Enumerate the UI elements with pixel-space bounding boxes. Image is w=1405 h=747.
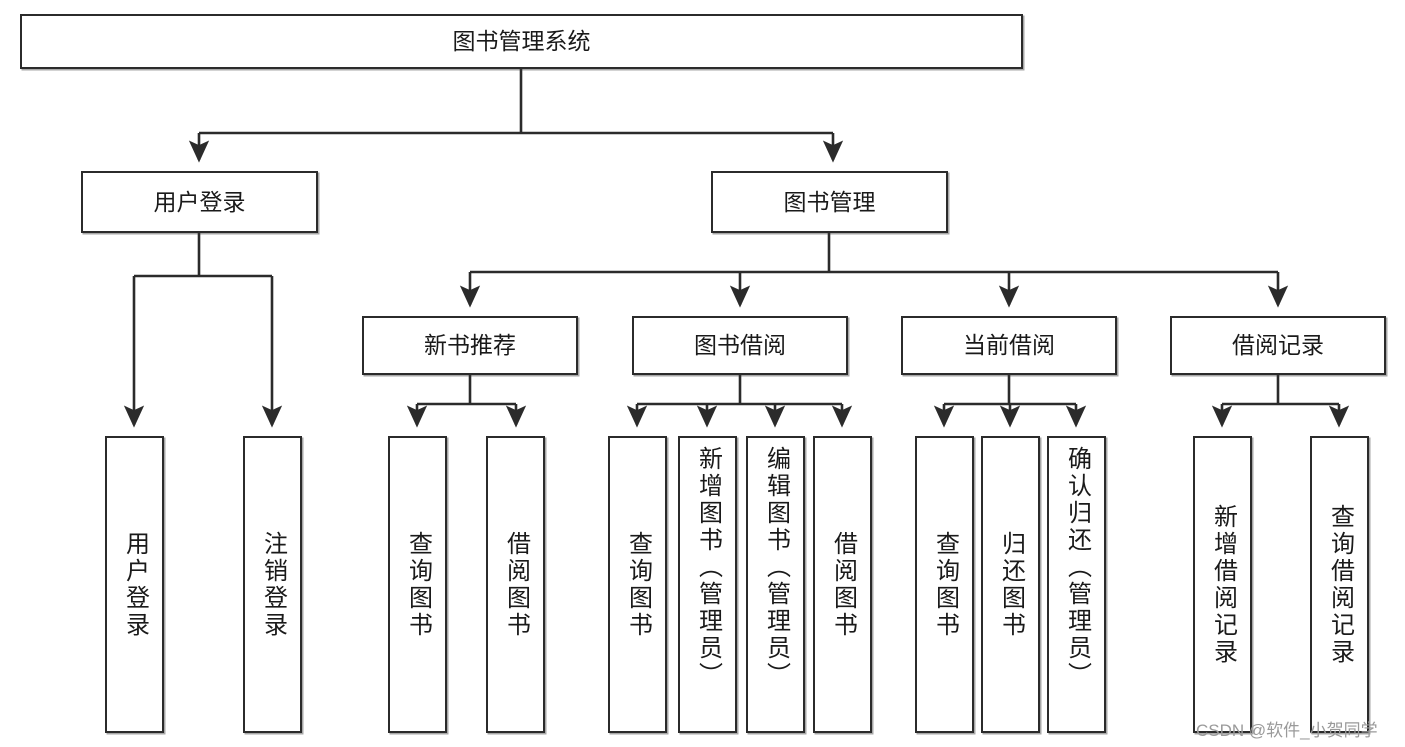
node-leaf-confirm-return[interactable]: 确认归还（管理员）: [1047, 436, 1106, 733]
node-root[interactable]: 图书管理系统: [20, 14, 1023, 69]
node-leaf-query-record[interactable]: 查询借阅记录: [1310, 436, 1369, 733]
node-book-borrow[interactable]: 图书借阅: [632, 316, 848, 375]
node-leaf-add-record-label: 新增借阅记录: [1209, 503, 1237, 666]
node-leaf-user-login-label: 用户登录: [121, 530, 149, 639]
node-book-manage[interactable]: 图书管理: [711, 171, 948, 233]
node-leaf-query-book-1-label: 查询图书: [404, 530, 432, 639]
node-leaf-confirm-return-label: 确认归还（管理员）: [1063, 446, 1091, 689]
node-book-borrow-label: 图书借阅: [694, 332, 786, 359]
node-leaf-query-book-2-label: 查询图书: [624, 530, 652, 639]
node-leaf-return-book[interactable]: 归还图书: [981, 436, 1040, 733]
node-leaf-borrow-book-1[interactable]: 借阅图书: [486, 436, 545, 733]
csdn-watermark: CSDN @软件_小贺同学: [1196, 721, 1378, 740]
node-root-label: 图书管理系统: [452, 28, 591, 55]
node-leaf-edit-book-label: 编辑图书（管理员）: [762, 446, 790, 689]
node-leaf-query-book-1[interactable]: 查询图书: [388, 436, 447, 733]
node-user-login-label: 用户登录: [153, 188, 246, 215]
node-leaf-query-book-2[interactable]: 查询图书: [608, 436, 667, 733]
node-leaf-logout[interactable]: 注销登录: [243, 436, 302, 733]
node-leaf-user-login[interactable]: 用户登录: [105, 436, 164, 733]
node-leaf-add-book[interactable]: 新增图书（管理员）: [678, 436, 737, 733]
node-new-book-recommend-label: 新书推荐: [424, 332, 516, 359]
node-leaf-query-book-3-label: 查询图书: [931, 530, 959, 639]
node-leaf-borrow-book-2-label: 借阅图书: [829, 530, 857, 639]
node-leaf-borrow-book-1-label: 借阅图书: [502, 530, 530, 639]
node-borrow-record[interactable]: 借阅记录: [1170, 316, 1386, 375]
node-leaf-edit-book[interactable]: 编辑图书（管理员）: [746, 436, 805, 733]
node-leaf-borrow-book-2[interactable]: 借阅图书: [813, 436, 872, 733]
node-leaf-add-book-label: 新增图书（管理员）: [694, 446, 722, 689]
node-current-borrow[interactable]: 当前借阅: [901, 316, 1117, 375]
node-borrow-record-label: 借阅记录: [1232, 332, 1324, 359]
node-book-manage-label: 图书管理: [783, 188, 876, 215]
node-new-book-recommend[interactable]: 新书推荐: [362, 316, 578, 375]
node-leaf-logout-label: 注销登录: [259, 530, 287, 639]
node-leaf-add-record[interactable]: 新增借阅记录: [1193, 436, 1252, 733]
node-user-login[interactable]: 用户登录: [81, 171, 318, 233]
node-leaf-return-book-label: 归还图书: [997, 530, 1025, 639]
node-leaf-query-record-label: 查询借阅记录: [1326, 503, 1354, 666]
node-current-borrow-label: 当前借阅: [963, 332, 1055, 359]
node-leaf-query-book-3[interactable]: 查询图书: [915, 436, 974, 733]
